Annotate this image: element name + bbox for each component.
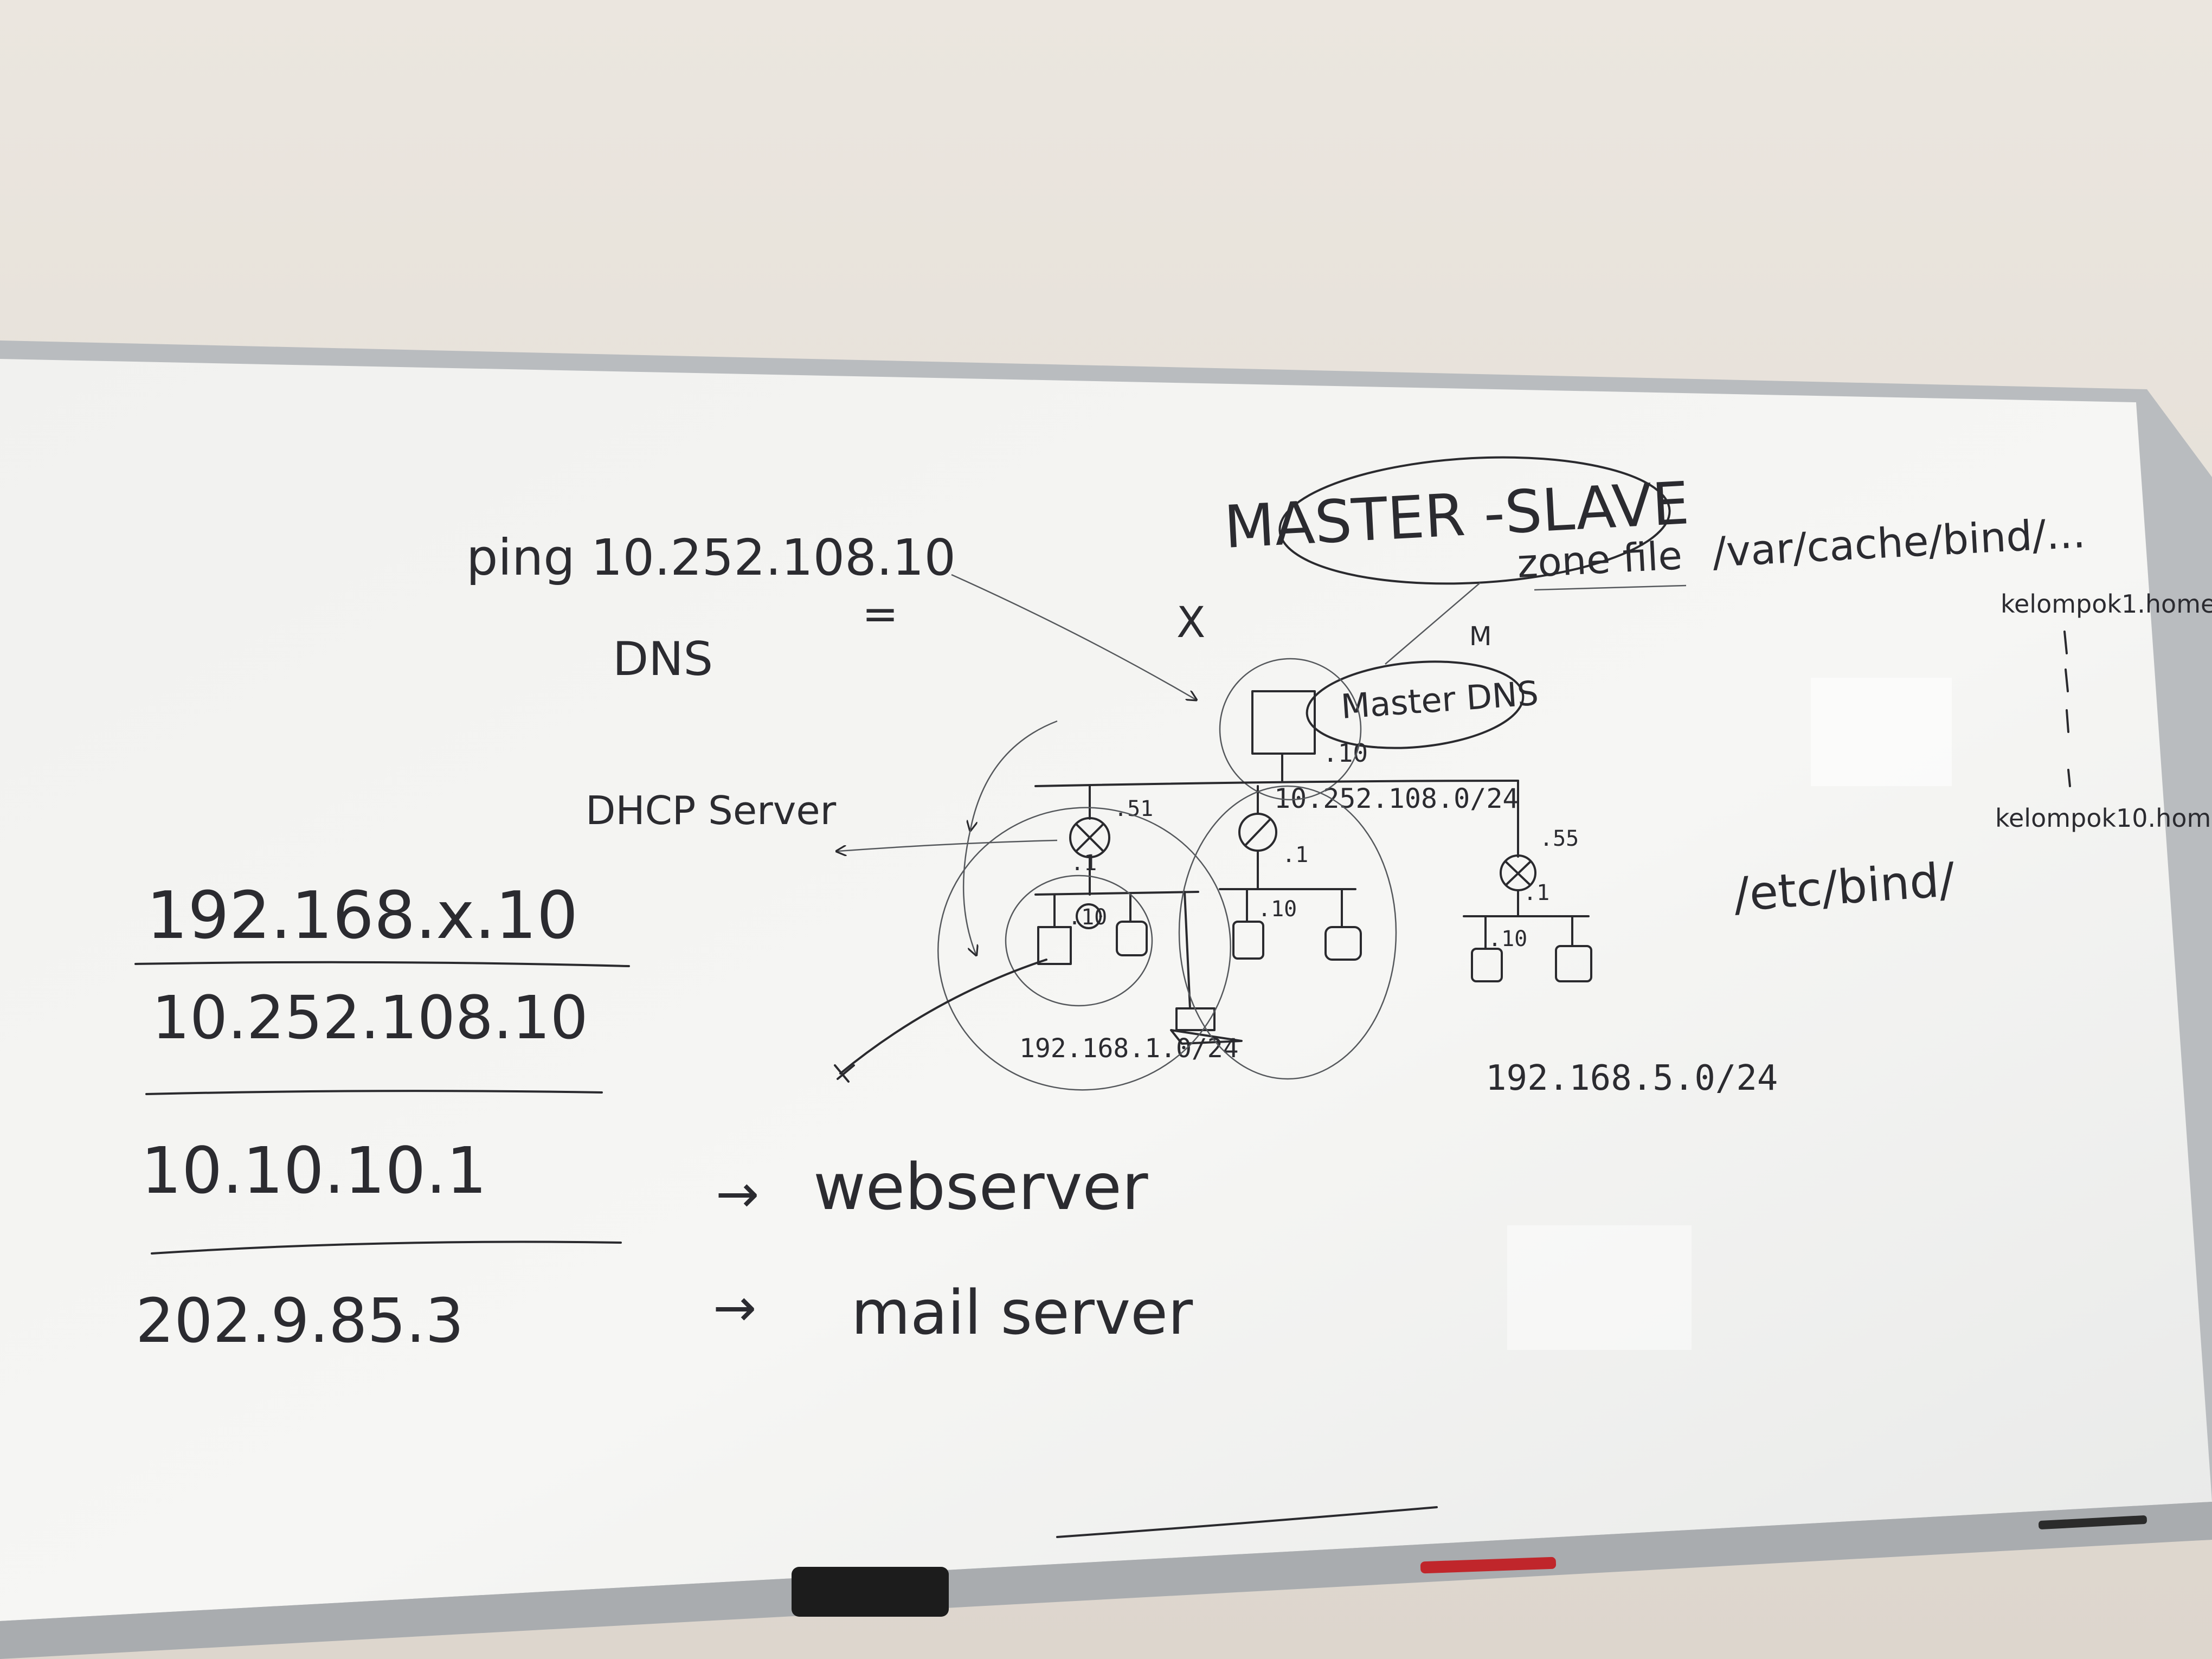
arrow-to-webserver: → (716, 1163, 759, 1224)
host-pc (1471, 948, 1503, 982)
master-slave-bubble (1278, 456, 1671, 585)
router3-up-label: .55 (1540, 826, 1579, 851)
lan1-bus (1034, 891, 1199, 896)
bubble-pointer (1385, 582, 1481, 665)
master-tag: M (1469, 621, 1491, 652)
network-diagram (134, 456, 2071, 1538)
pointer-to-lower-left (839, 959, 1047, 1075)
zone-file-label: zone file (1516, 532, 1683, 587)
router1-down-label: .1 (1071, 851, 1097, 876)
bottom-stroke (1056, 1506, 1438, 1538)
router-to-dhcp-arrow (838, 839, 1058, 851)
host-highlight (1076, 903, 1102, 929)
eraser (792, 1567, 949, 1617)
lan-left-zone (937, 807, 1231, 1091)
router2-cross (1245, 819, 1271, 846)
net-right-label: 192.168.5.0/24 (1486, 1058, 1778, 1098)
ip-10-10-10-1: 10.10.10.1 (141, 1133, 487, 1208)
main-backbone (1034, 780, 1519, 787)
whiteboard-surface (0, 359, 2212, 1621)
ip-separator (145, 1090, 603, 1095)
marker-tray (0, 1502, 2212, 1659)
host-pc (1555, 945, 1592, 982)
router2-down-label: .1 (1282, 843, 1308, 867)
laptop-base (1170, 1029, 1243, 1045)
dns-server-icon (1251, 690, 1316, 755)
net-main-label: 10.252.108.0/24 (1274, 783, 1519, 814)
red-marker (1420, 1557, 1557, 1574)
host-mid-label: .10 (1258, 897, 1297, 922)
ip-192-168-x-10: 192.168.x.10 (146, 878, 578, 954)
mail-server-label: mail server (851, 1278, 1193, 1348)
dns-server-zone (1219, 658, 1362, 801)
marker-cap (2039, 1515, 2147, 1529)
host-pc (1324, 926, 1362, 961)
zone-underline (1534, 584, 1687, 591)
ip-202-9-85-3: 202.9.85.3 (136, 1286, 464, 1356)
ip-10-252-108-10: 10.252.108.10 (152, 983, 588, 1052)
equals-sign: = (862, 589, 898, 639)
router3-cross (1505, 861, 1531, 886)
dns-label: DNS (613, 632, 713, 686)
zone-kelompok10: kelompok10.home (1995, 803, 2212, 833)
dhcp-server-label: DHCP Server (586, 788, 837, 833)
host-right-label: .10 (1488, 927, 1527, 951)
router1-up-label: .51 (1114, 796, 1153, 821)
handwritten-text: ping 10.252.108.10 = DNS DHCP Server 192… (136, 470, 2212, 1356)
webserver-label: webserver (813, 1149, 1148, 1224)
window-reflection (1507, 1225, 1692, 1350)
ping-to-dns-arrow (951, 574, 1195, 699)
host-pc (1037, 926, 1072, 965)
ip-separator (134, 961, 630, 967)
lan-mid-zone (1178, 785, 1397, 1080)
lan1-zone (1005, 874, 1153, 1007)
curved-arrow (970, 720, 1058, 829)
router3-down-label: .1 (1523, 880, 1549, 905)
curved-arrow (962, 829, 976, 954)
arrow-to-mail-server: → (713, 1277, 756, 1338)
master-dns-bubble (1306, 660, 1525, 749)
ip-separator (151, 1240, 622, 1255)
router1-cross (1075, 823, 1104, 852)
host-pc (1116, 921, 1148, 956)
window-reflection (1811, 678, 1952, 786)
zone-kelompok1: kelompok1.home (2001, 589, 2212, 619)
pointer-head (834, 1064, 855, 1083)
cross-mark: X (1176, 599, 1205, 647)
ping-command: ping 10.252.108.10 (466, 529, 956, 587)
zone-list-dashes (2063, 631, 2071, 787)
host-pc (1232, 921, 1264, 960)
net-left-label: 192.168.1.0/24 (1019, 1033, 1239, 1064)
